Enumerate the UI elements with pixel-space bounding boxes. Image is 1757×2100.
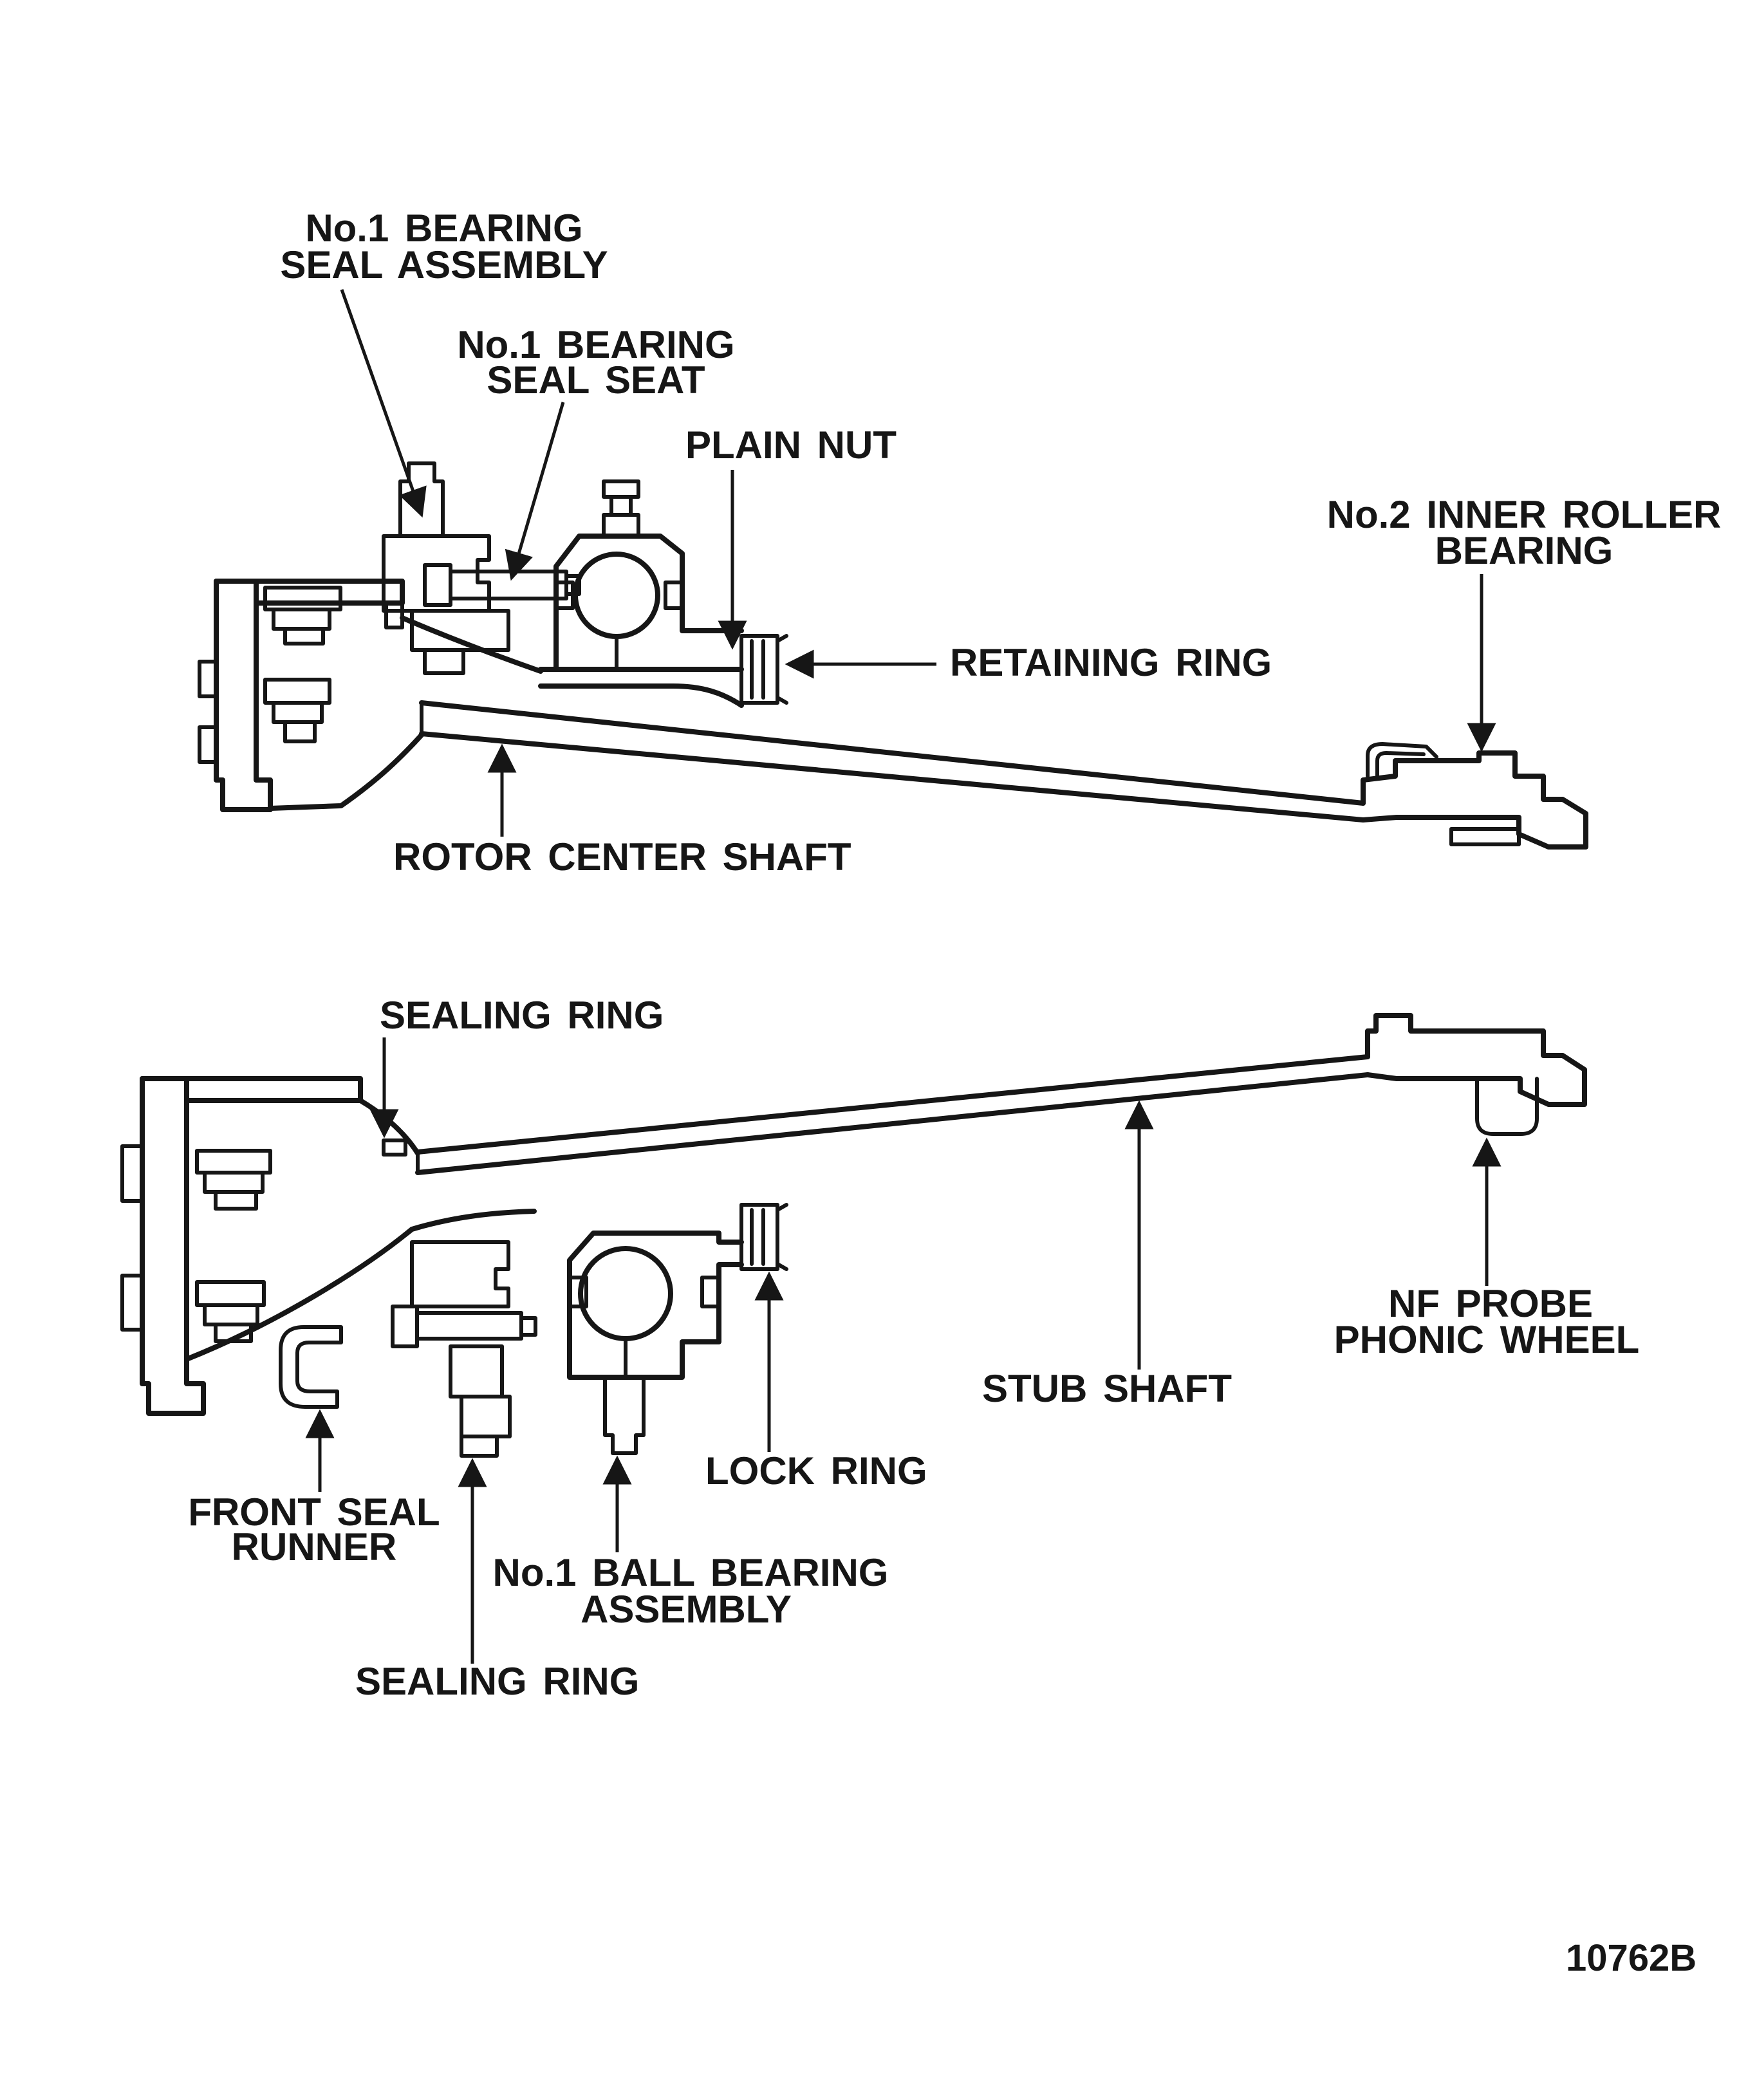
flange-plate bbox=[214, 579, 273, 812]
seal-bolt-shaft bbox=[449, 570, 581, 600]
seal-seat-block bbox=[410, 609, 510, 675]
label-no2-inner-roller-bearing-line1: No.2 INNER ROLLER bbox=[1327, 493, 1722, 536]
label-front-seal-runner-line1: FRONT SEAL bbox=[188, 1491, 440, 1534]
shaft-lower-edge bbox=[419, 731, 1366, 822]
label-nf-probe-line1: NF PROBE bbox=[1388, 1282, 1593, 1325]
stub-front-flange bbox=[120, 1076, 537, 1416]
label-nf-probe-line2: PHONIC WHEEL bbox=[1334, 1318, 1640, 1361]
bearing-race-notches bbox=[568, 1276, 721, 1308]
label-rotor-center-shaft: ROTOR CENTER SHAFT bbox=[393, 835, 851, 878]
bearing-ball bbox=[573, 552, 660, 639]
leader-no1-bearing-seal-seat bbox=[505, 402, 565, 581]
hub-step-stack-lower bbox=[263, 678, 331, 743]
hub-step-stack-upper bbox=[263, 586, 342, 646]
housing-stem bbox=[602, 479, 640, 538]
label-no1-bearing-seal-assembly-line1: No.1 BEARING bbox=[305, 207, 582, 250]
label-no1-ball-bearing-line1: No.1 BALL BEARING bbox=[493, 1551, 889, 1594]
front-seal-runner-part bbox=[279, 1325, 343, 1409]
housing-outline bbox=[553, 534, 744, 672]
sealing-ring-runner bbox=[449, 1344, 512, 1458]
shaft-sleeve-bottom bbox=[538, 683, 744, 708]
bearing-race-notches bbox=[554, 581, 684, 610]
label-stub-shaft: STUB SHAFT bbox=[982, 1367, 1232, 1410]
label-retaining-ring: RETAINING RING bbox=[950, 641, 1272, 684]
shaft-end-block bbox=[1365, 1013, 1587, 1107]
flange-web-lower-line bbox=[268, 732, 424, 811]
flange-plate bbox=[140, 1076, 206, 1416]
retaining-flange bbox=[739, 634, 779, 705]
hub-step-stack-lower bbox=[195, 1280, 266, 1343]
label-front-seal-runner-line2: RUNNER bbox=[232, 1525, 397, 1568]
seal-bolt bbox=[391, 1305, 537, 1348]
shaft-lower-edge bbox=[415, 1072, 1370, 1175]
hub-step-stack-upper bbox=[195, 1149, 272, 1211]
label-no1-bearing-seal-seat-line1: No.1 BEARING bbox=[457, 323, 734, 366]
lower-diagram: SEALING RING NF PROBE PHONIC WHEEL STUB … bbox=[120, 994, 1640, 1703]
rotor-front-flange bbox=[198, 579, 543, 812]
label-sealing-ring-upper: SEALING RING bbox=[380, 994, 664, 1037]
flange-web-upper-line bbox=[400, 615, 543, 674]
rotor-center-shaft-tube bbox=[419, 700, 1366, 822]
shaft-upper-edge bbox=[415, 1054, 1370, 1155]
label-no2-inner-roller-bearing-line2: BEARING bbox=[1435, 529, 1613, 572]
label-sealing-ring-lower: SEALING RING bbox=[355, 1660, 639, 1703]
phonic-wheel-end bbox=[1365, 1013, 1587, 1136]
no2-bearing-seat-end bbox=[1361, 742, 1588, 850]
retaining-flange-hooks bbox=[776, 634, 788, 705]
sealing-ring-groove bbox=[382, 1138, 407, 1157]
seal-carrier-body bbox=[410, 1240, 510, 1308]
flange-top-arm bbox=[140, 1076, 363, 1103]
flange-web-lower-line bbox=[184, 1209, 537, 1362]
lock-ring-flange bbox=[739, 1203, 779, 1271]
bearing-ball bbox=[578, 1246, 673, 1341]
shaft-upper-edge bbox=[419, 700, 1366, 806]
housing-outline bbox=[567, 1231, 744, 1380]
lock-ring-part bbox=[739, 1203, 788, 1271]
inner-race-clip bbox=[1366, 742, 1438, 778]
flange-bolt-tabs bbox=[120, 1144, 144, 1332]
flange-top-arm bbox=[214, 579, 405, 606]
retaining-ring-part bbox=[739, 634, 788, 705]
lock-ring-hooks bbox=[776, 1203, 788, 1271]
label-no1-ball-bearing-line2: ASSEMBLY bbox=[581, 1588, 792, 1631]
arm-to-shaft-line bbox=[358, 1098, 420, 1156]
seal-assembly-part bbox=[391, 1240, 537, 1458]
no1-bearing-seal-assembly-part bbox=[382, 461, 581, 675]
shaft-end-tab bbox=[1449, 827, 1521, 846]
seal-bolt-head bbox=[423, 563, 452, 607]
no1-bearing-housing bbox=[538, 479, 744, 708]
flange-bolt-tabs bbox=[198, 660, 218, 764]
label-lock-ring: LOCK RING bbox=[705, 1449, 927, 1492]
nf-probe-phonic-wheel-part bbox=[1475, 1077, 1539, 1136]
leader-no1-bearing-seal-assembly bbox=[340, 289, 427, 518]
housing-stem bbox=[603, 1375, 646, 1455]
label-plain-nut: PLAIN NUT bbox=[685, 423, 897, 467]
shaft-end-block bbox=[1361, 750, 1588, 850]
label-no1-bearing-seal-seat-line2: SEAL SEAT bbox=[487, 358, 705, 402]
stub-shaft-tube bbox=[415, 1054, 1370, 1175]
flange-arm-hook bbox=[384, 601, 404, 629]
upper-diagram: No.1 BEARING SEAL ASSEMBLY No.1 BEARING … bbox=[198, 207, 1722, 878]
no1-ball-bearing-assembly-part bbox=[567, 1231, 744, 1455]
figure-code: 10762B bbox=[1566, 1937, 1697, 1979]
label-no1-bearing-seal-assembly-line2: SEAL ASSEMBLY bbox=[280, 243, 608, 286]
